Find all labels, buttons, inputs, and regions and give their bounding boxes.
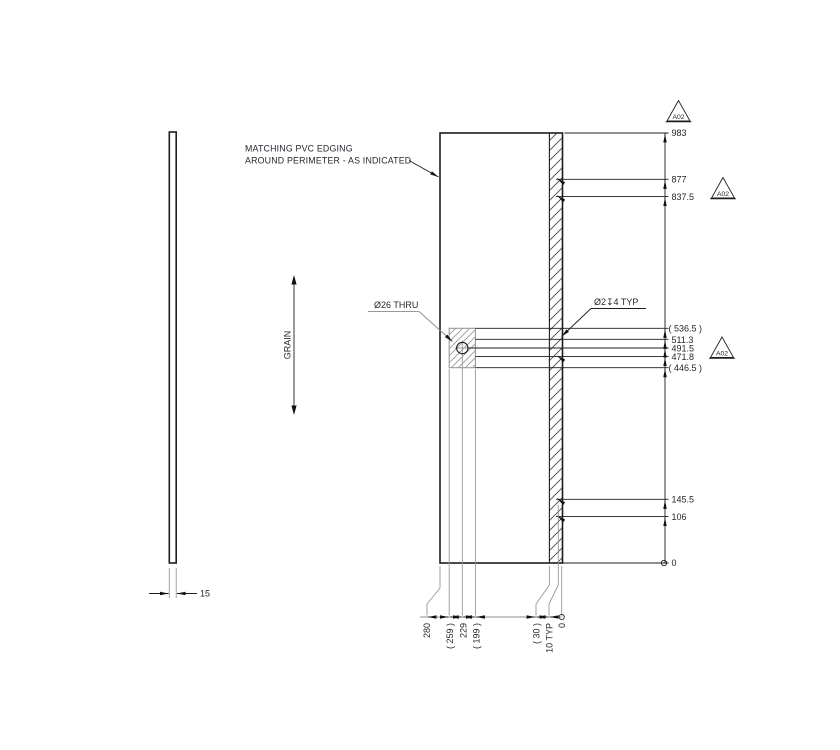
right-dimension-group: 983 877 837.5 ( 536.5 ) 511.3 491.5 471.… bbox=[468, 128, 702, 568]
dim-value: 983 bbox=[672, 128, 687, 138]
dim-value: 491.5 bbox=[672, 343, 695, 353]
thru-hole bbox=[456, 341, 469, 355]
revision-flag-label: A02 bbox=[672, 114, 684, 121]
pilot-hole-leader bbox=[561, 308, 592, 337]
thickness-dimension: 15 bbox=[200, 589, 210, 599]
revision-flag: A02 bbox=[709, 336, 735, 359]
dim-value: 145.5 bbox=[672, 495, 695, 505]
hole-callouts: Ø26 THRU Ø2↧4 TYP bbox=[368, 297, 646, 342]
edging-note: MATCHING PVC EDGING AROUND PERIMETER - A… bbox=[245, 144, 439, 178]
dim-value: 471.8 bbox=[672, 352, 695, 362]
extension-line bbox=[535, 566, 550, 616]
datum-origin-marker bbox=[558, 613, 565, 621]
pilot-hole-callout: Ø2↧4 TYP bbox=[594, 297, 638, 307]
dim-value: 229 bbox=[458, 623, 468, 638]
dim-value: 0 bbox=[672, 558, 677, 568]
grain-arrow-down-icon bbox=[291, 405, 297, 415]
dim-value: ( 446.5 ) bbox=[669, 363, 703, 373]
dim-value: ( 536.5 ) bbox=[669, 324, 703, 334]
thru-hole-leader bbox=[418, 311, 453, 342]
edging-note-line2: AROUND PERIMETER - AS INDICATED bbox=[245, 156, 411, 166]
revision-flag-label: A02 bbox=[717, 191, 729, 198]
dim-value: 511.3 bbox=[672, 335, 694, 345]
revision-flags: A02 A02 A02 bbox=[665, 99, 736, 359]
dim-value: 837.5 bbox=[672, 192, 695, 202]
grain-label: GRAIN bbox=[283, 331, 293, 360]
side-view: 15 bbox=[149, 131, 210, 599]
revision-flag: A02 bbox=[665, 99, 692, 123]
edging-note-line1: MATCHING PVC EDGING bbox=[245, 144, 353, 154]
revision-flag: A02 bbox=[710, 176, 736, 200]
dim-value: 0 bbox=[557, 623, 567, 628]
dim-value: 106 bbox=[672, 512, 687, 522]
datum-origin-marker bbox=[660, 559, 668, 567]
grain-direction: GRAIN bbox=[283, 275, 297, 415]
edging-note-leader bbox=[408, 160, 439, 178]
dim-value: ( 30 ) bbox=[532, 623, 542, 644]
dim-value: 877 bbox=[672, 175, 687, 185]
dim-value: ( 259 ) bbox=[445, 623, 455, 649]
dim-value: 10 TYP bbox=[545, 623, 555, 653]
dim-value: 280 bbox=[422, 623, 432, 638]
side-view-panel-outline bbox=[168, 131, 178, 564]
thru-hole-callout: Ø26 THRU bbox=[374, 300, 418, 310]
extension-line bbox=[426, 566, 441, 616]
bottom-dimension-group: 280 ( 259 ) 229 ( 199 ) ( 30 ) 10 TYP 0 bbox=[420, 356, 567, 653]
revision-flag-label: A02 bbox=[716, 351, 728, 358]
extension-line bbox=[548, 505, 559, 616]
dim-value: ( 199 ) bbox=[471, 623, 481, 649]
grain-arrow-up-icon bbox=[291, 275, 297, 285]
